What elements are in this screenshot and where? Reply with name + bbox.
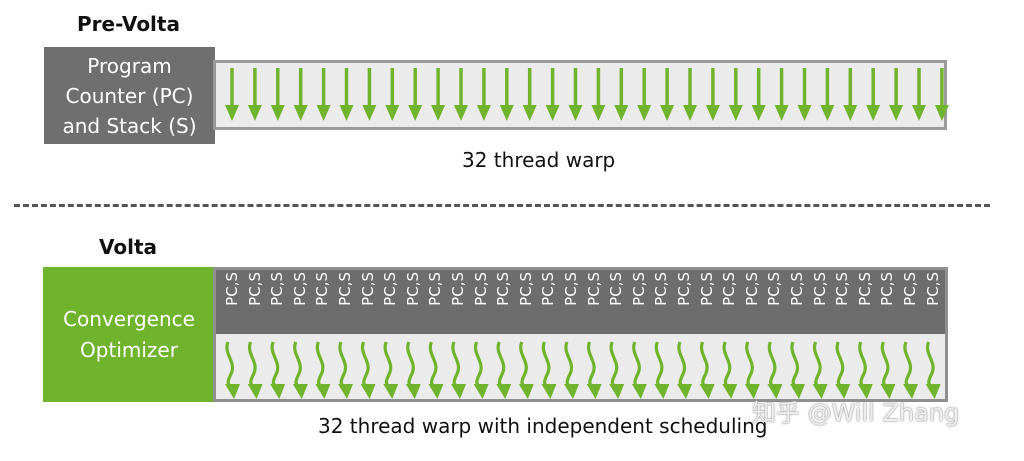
thread-arrow (293, 68, 308, 121)
thread-arrow (660, 68, 675, 121)
volta-thread-arrows (225, 341, 941, 399)
thread-arrow (431, 68, 446, 121)
thread-arrow (934, 68, 949, 121)
independent-thread-arrow (564, 341, 579, 399)
thread-arrow (225, 68, 239, 121)
thread-arrow (591, 68, 606, 121)
thread-arrow (843, 68, 858, 121)
thread-arrow (728, 68, 743, 121)
thread-arrow (316, 68, 331, 121)
volta-title: Volta (99, 235, 158, 259)
independent-thread-arrow (428, 341, 444, 399)
convergence-optimizer-box: Convergence Optimizer (43, 267, 215, 402)
program-counter-box: Program Counter (PC) and Stack (S) (44, 47, 215, 144)
thread-arrow (522, 68, 537, 121)
thread-arrow (270, 68, 285, 121)
pc-box-line-1: Program (87, 53, 172, 78)
independent-thread-arrow (722, 341, 738, 399)
independent-thread-arrow (609, 341, 625, 399)
independent-thread-arrow (835, 341, 851, 399)
independent-thread-arrow (903, 341, 918, 399)
pre-volta-thread-arrows (225, 68, 949, 121)
thread-arrow (499, 68, 514, 121)
independent-thread-arrow (292, 341, 308, 399)
thread-arrow (408, 68, 423, 121)
independent-thread-arrow (925, 341, 941, 399)
pc-box-line-2: Counter (PC) (65, 83, 194, 108)
watermark: 知乎 @Will Zhang (752, 399, 960, 427)
volta-caption: 32 thread warp with independent scheduli… (318, 414, 768, 438)
thread-arrow (476, 68, 491, 121)
independent-thread-arrow (225, 341, 240, 399)
thread-arrow (912, 68, 926, 121)
independent-thread-arrow (541, 341, 557, 399)
independent-thread-arrow (473, 341, 489, 399)
independent-thread-arrow (383, 341, 399, 399)
independent-thread-arrow (857, 341, 873, 399)
thread-arrow (683, 68, 697, 121)
thread-arrow (637, 68, 652, 121)
pre-volta-title: Pre-Volta (77, 12, 180, 36)
independent-thread-arrow (744, 341, 760, 399)
independent-thread-arrow (767, 341, 783, 399)
thread-arrow (339, 68, 354, 121)
thread-arrow (545, 68, 560, 121)
pre-volta-caption: 32 thread warp (462, 148, 616, 172)
thread-arrow (247, 68, 262, 121)
thread-arrow (889, 68, 904, 121)
independent-thread-arrow (586, 341, 602, 399)
thread-arrow (454, 68, 468, 121)
independent-thread-arrow (247, 341, 263, 399)
thread-arrow (774, 68, 789, 121)
independent-thread-arrow (315, 341, 331, 399)
independent-thread-arrow (338, 341, 353, 399)
conv-box-line-2: Optimizer (80, 337, 178, 362)
independent-thread-arrow (812, 341, 828, 399)
independent-thread-arrow (677, 341, 692, 399)
thread-arrow (751, 68, 766, 121)
thread-arrow (797, 68, 812, 121)
thread-arrow (362, 68, 377, 121)
independent-thread-arrow (880, 341, 896, 399)
thread-arrow (705, 68, 720, 121)
independent-thread-arrow (360, 341, 376, 399)
thread-arrow (568, 68, 583, 121)
independent-thread-arrow (451, 341, 466, 399)
independent-thread-arrow (699, 341, 715, 399)
independent-thread-arrow (270, 341, 286, 399)
pc-box-line-3: and Stack (S) (62, 113, 197, 138)
independent-thread-arrow (790, 341, 805, 399)
pre-volta-warp (213, 60, 949, 130)
conv-box-line-1: Convergence (63, 306, 195, 331)
thread-arrow (614, 68, 629, 121)
thread-arrow (385, 68, 400, 121)
section-divider (14, 204, 990, 207)
independent-thread-arrow (405, 341, 421, 399)
thread-arrow (820, 68, 835, 121)
independent-thread-arrow (496, 341, 512, 399)
thread-arrow (866, 68, 881, 121)
independent-thread-arrow (518, 341, 534, 399)
independent-thread-arrow (654, 341, 670, 399)
independent-thread-arrow (631, 341, 647, 399)
